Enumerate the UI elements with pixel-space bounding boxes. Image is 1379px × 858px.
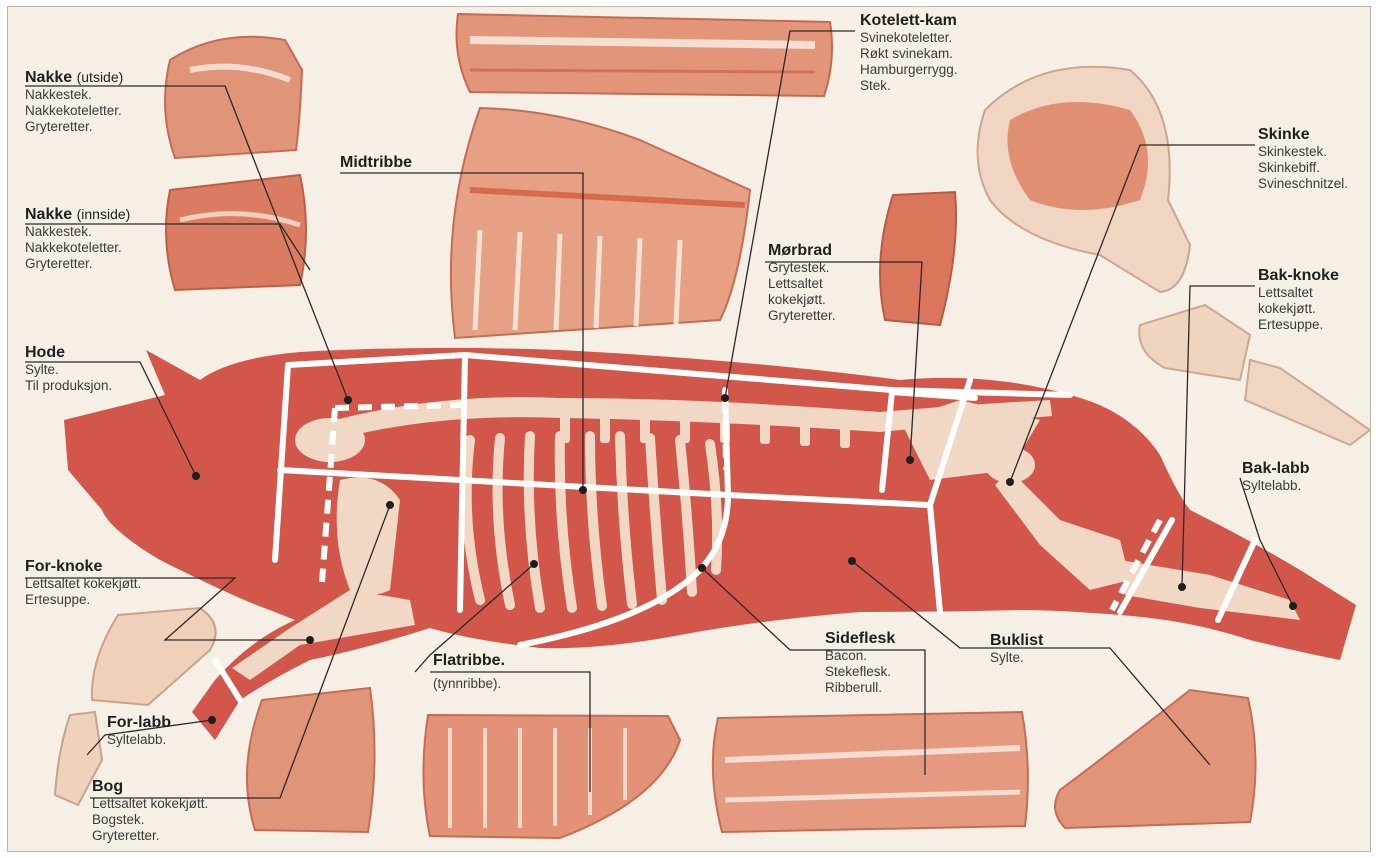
cut-image-for-knoke: [92, 608, 216, 705]
use-line: Gryteretter.: [25, 119, 123, 135]
use-line: Gryteretter.: [25, 256, 130, 272]
use-line: Nakkestek.: [25, 87, 123, 103]
cut-qualifier: (utside): [77, 69, 124, 85]
cut-image-nakke-utside: [165, 37, 302, 158]
use-line: kokekjøtt.: [1258, 301, 1339, 317]
cut-name: Bak-knoke: [1258, 267, 1339, 285]
label-description: Sylte. Til produksjon.: [25, 362, 112, 394]
label-nakke-utside: Nakke (utside) Nakkestek. Nakkekotelette…: [25, 68, 123, 135]
cut-name: For-labb: [107, 714, 171, 732]
use-line: Svineschnitzel.: [1258, 176, 1348, 192]
use-line: Skinkestek.: [1258, 144, 1348, 160]
use-line: Ribberull.: [825, 680, 895, 696]
label-hode: Hode Sylte. Til produksjon.: [25, 344, 112, 394]
label-bak-knoke: Bak-knoke Lettsaltet kokekjøtt. Ertesupp…: [1258, 267, 1339, 333]
use-line: Svinekoteletter.: [860, 30, 958, 46]
use-line: Bacon.: [825, 648, 895, 664]
use-line: Bogstek.: [92, 812, 208, 828]
label-kotelett-kam: Kotelett-kam Svinekoteletter. Røkt svine…: [860, 12, 958, 94]
label-midtribbe: Midtribbe: [340, 154, 412, 172]
use-line: Lettsaltet kokekjøtt.: [92, 796, 208, 812]
cut-name: Sideflesk: [825, 630, 895, 648]
label-description: Syltelabb.: [1242, 478, 1310, 494]
cut-image-flatribbe: [423, 715, 680, 838]
cut-name: Hode: [25, 344, 112, 362]
cut-image-bak-labb: [1245, 360, 1370, 445]
label-description: Bacon. Stekeflesk. Ribberull.: [825, 648, 895, 696]
use-line: Lettsaltet: [1258, 285, 1339, 301]
cut-qualifier: (innside): [77, 206, 131, 222]
cut-image-kotelett-kam: [457, 14, 833, 96]
use-line: Nakkekoteletter.: [25, 103, 123, 119]
cut-image-buklist: [1055, 690, 1256, 828]
label-for-labb: For-labb Syltelabb.: [107, 714, 171, 748]
use-line: Gryteretter.: [768, 308, 836, 324]
label-description: Grytestek. Lettsaltet kokekjøtt. Grytere…: [768, 260, 836, 324]
use-line: Stekeflesk.: [825, 664, 895, 680]
cut-image-bog: [247, 688, 375, 832]
cut-name: Nakke: [25, 69, 72, 86]
use-line: Skinkebiff.: [1258, 160, 1348, 176]
cut-image-bak-knoke: [1139, 305, 1250, 380]
use-line: (tynnribbe).: [433, 676, 505, 692]
cut-name: Midtribbe: [340, 154, 412, 172]
use-line: Syltelabb.: [1242, 478, 1310, 494]
use-line: Nakkekoteletter.: [25, 240, 130, 256]
label-buklist: Buklist Sylte.: [990, 632, 1043, 666]
cut-name: Skinke: [1258, 126, 1348, 144]
use-line: Hamburgerrygg.: [860, 62, 958, 78]
label-nakke-innside: Nakke (innside) Nakkestek. Nakkekotelett…: [25, 205, 130, 272]
label-description: Sylte.: [990, 650, 1043, 666]
cut-image-midtribbe: [451, 108, 750, 338]
label-description: Lettsaltet kokekjøtt. Bogstek. Gryterett…: [92, 796, 208, 844]
cut-name: Bak-labb: [1242, 460, 1310, 478]
cut-image-sideflesk: [713, 712, 1028, 832]
use-line: Nakkestek.: [25, 224, 130, 240]
use-line: Til produksjon.: [25, 378, 112, 394]
use-line: kokekjøtt.: [768, 292, 836, 308]
label-description: (tynnribbe).: [433, 676, 505, 692]
label-flatribbe: Flatribbe. (tynnribbe).: [433, 652, 505, 692]
label-bak-labb: Bak-labb Syltelabb.: [1242, 460, 1310, 494]
label-skinke: Skinke Skinkestek. Skinkebiff. Svineschn…: [1258, 126, 1348, 192]
use-line: Sylte.: [25, 362, 112, 378]
label-description: Lettsaltet kokekjøtt. Ertesuppe.: [25, 576, 141, 608]
cut-name: Buklist: [990, 632, 1043, 650]
use-line: Lettsaltet kokekjøtt.: [25, 576, 141, 592]
use-line: Røkt svinekam.: [860, 46, 958, 62]
cut-name: Kotelett-kam: [860, 12, 958, 30]
use-line: Ertesuppe.: [25, 592, 141, 608]
label-description: Nakkestek. Nakkekoteletter. Gryteretter.: [25, 224, 130, 272]
label-title: Nakke (innside): [25, 205, 130, 224]
cut-name: Flatribbe.: [433, 652, 505, 670]
label-title: Nakke (utside): [25, 68, 123, 87]
use-line: Grytestek.: [768, 260, 836, 276]
use-line: Stek.: [860, 78, 958, 94]
label-morbrad: Mørbrad Grytestek. Lettsaltet kokekjøtt.…: [768, 242, 836, 324]
label-description: Syltelabb.: [107, 732, 171, 748]
use-line: Sylte.: [990, 650, 1043, 666]
cut-name: Nakke: [25, 206, 72, 223]
label-description: Svinekoteletter. Røkt svinekam. Hamburge…: [860, 30, 958, 94]
label-description: Skinkestek. Skinkebiff. Svineschnitzel.: [1258, 144, 1348, 192]
label-sideflesk: Sideflesk Bacon. Stekeflesk. Ribberull.: [825, 630, 895, 696]
use-line: Syltelabb.: [107, 732, 171, 748]
label-bog: Bog Lettsaltet kokekjøtt. Bogstek. Gryte…: [92, 778, 208, 844]
label-description: Nakkestek. Nakkekoteletter. Gryteretter.: [25, 87, 123, 135]
cut-image-morbrad: [880, 192, 956, 325]
use-line: Ertesuppe.: [1258, 317, 1339, 333]
cut-name: Mørbrad: [768, 242, 836, 260]
cut-name: Bog: [92, 778, 208, 796]
use-line: Gryteretter.: [92, 828, 208, 844]
label-description: Lettsaltet kokekjøtt. Ertesuppe.: [1258, 285, 1339, 333]
use-line: Lettsaltet: [768, 276, 836, 292]
cut-name: For-knoke: [25, 558, 141, 576]
label-for-knoke: For-knoke Lettsaltet kokekjøtt. Ertesupp…: [25, 558, 141, 608]
